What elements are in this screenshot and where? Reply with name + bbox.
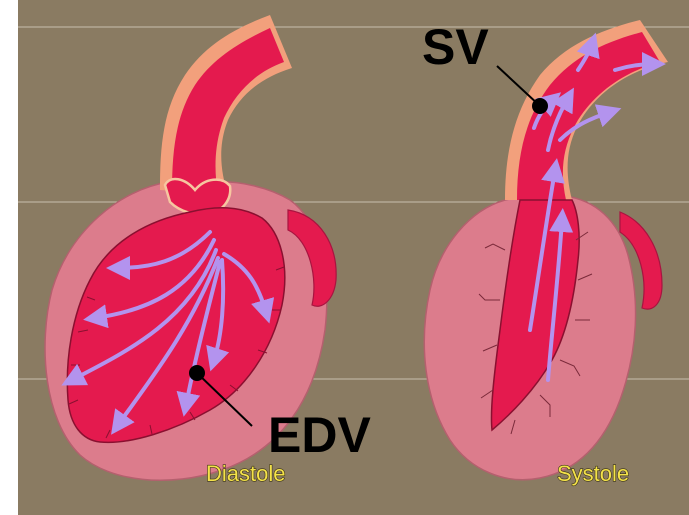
diastole-caption: Diastole (206, 461, 285, 486)
edv-label: EDV (268, 407, 371, 463)
sv-label: SV (422, 19, 489, 75)
systole-caption: Systole (557, 461, 629, 486)
